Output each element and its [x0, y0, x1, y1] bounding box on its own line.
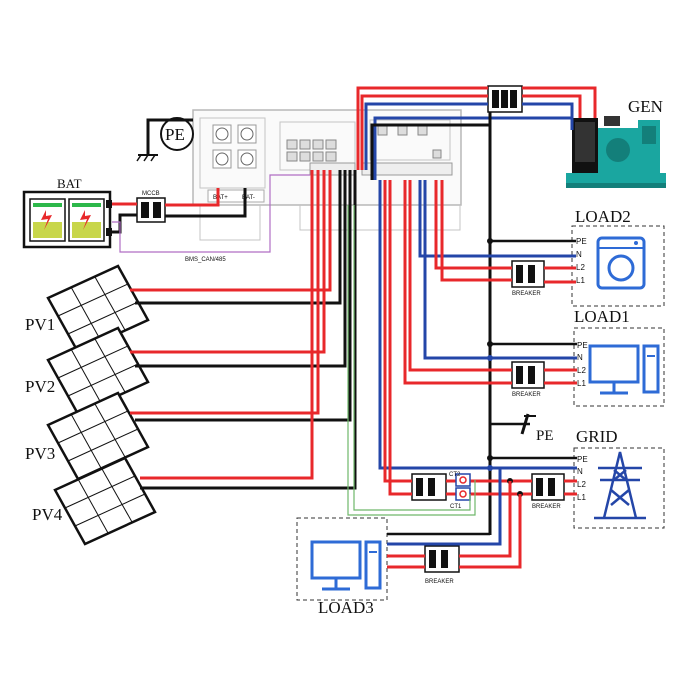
- load2-breaker: [511, 260, 545, 288]
- mccb-label: MCCB: [142, 191, 160, 197]
- bat-minus-label: BAT-: [242, 195, 255, 201]
- mccb-breaker: MCCB: [136, 191, 166, 223]
- gen-breaker: [487, 85, 523, 113]
- pv-wires: [130, 170, 357, 490]
- pe-ground-label: PE: [536, 428, 554, 444]
- load2-label: LOAD2: [575, 207, 631, 226]
- load2-term-pe: PE: [576, 237, 587, 246]
- load2-term-l2: L2: [576, 263, 585, 272]
- breaker-load1-label: BREAKER: [512, 392, 541, 398]
- load1-breaker: [511, 361, 545, 389]
- bat-label: BAT: [57, 176, 82, 191]
- pv2-label: PV2: [25, 377, 55, 396]
- load1-term-l2: L2: [577, 366, 586, 375]
- load2-term-l1: L1: [576, 276, 585, 285]
- computer-icon-load3: [310, 540, 382, 591]
- battery-cell-2-fill: [72, 222, 101, 238]
- ct2-sensor: [455, 473, 471, 487]
- load3-label: LOAD3: [318, 598, 374, 617]
- bat-plus-label: BAT+: [213, 195, 228, 201]
- ct-breaker: [411, 473, 447, 501]
- pv4-label: PV4: [32, 505, 63, 524]
- load1-term-n: N: [577, 353, 583, 362]
- load1-term-pe: PE: [577, 341, 588, 350]
- computer-icon-load1: [588, 344, 660, 395]
- pv1-label: PV1: [25, 315, 55, 334]
- load1-term-l1: L1: [577, 379, 586, 388]
- pe-top-label: PE: [165, 125, 185, 144]
- load1-label: LOAD1: [574, 307, 630, 326]
- ct2-label: CT2: [449, 472, 461, 478]
- pe-ground-symbol: PE: [490, 413, 554, 444]
- grid-label: GRID: [576, 427, 618, 446]
- grid-term-l1: L1: [577, 493, 586, 502]
- ct1-sensor: [455, 487, 471, 501]
- breaker-load3-label: BREAKER: [425, 579, 454, 585]
- pe-ground-top: PE: [136, 117, 194, 162]
- grid-term-pe: PE: [577, 455, 588, 464]
- battery-cell-1-fill: [33, 222, 62, 238]
- load3-breaker: [424, 545, 460, 573]
- generator-icon: [566, 116, 666, 188]
- pv2-panel: PV2: [25, 326, 150, 416]
- breaker-load2-label: BREAKER: [512, 291, 541, 297]
- pv3-label: PV3: [25, 444, 55, 463]
- washing-machine-icon: [596, 236, 646, 290]
- bms-label: BMS_CAN/485: [185, 257, 226, 263]
- transmission-tower-icon: [594, 451, 646, 520]
- battery: BAT: [22, 176, 112, 249]
- grid-term-n: N: [577, 467, 583, 476]
- gen-label: GEN: [628, 97, 663, 116]
- pv1-panel: PV1: [25, 264, 150, 354]
- grid-breaker: [531, 473, 565, 501]
- pv4-panel: PV4: [32, 456, 157, 546]
- load2-term-n: N: [576, 250, 582, 259]
- pv3-panel: PV3: [25, 391, 150, 481]
- ct1-label: CT1: [450, 504, 462, 510]
- breaker-grid-label: BREAKER: [532, 504, 561, 510]
- grid-term-l2: L2: [577, 480, 586, 489]
